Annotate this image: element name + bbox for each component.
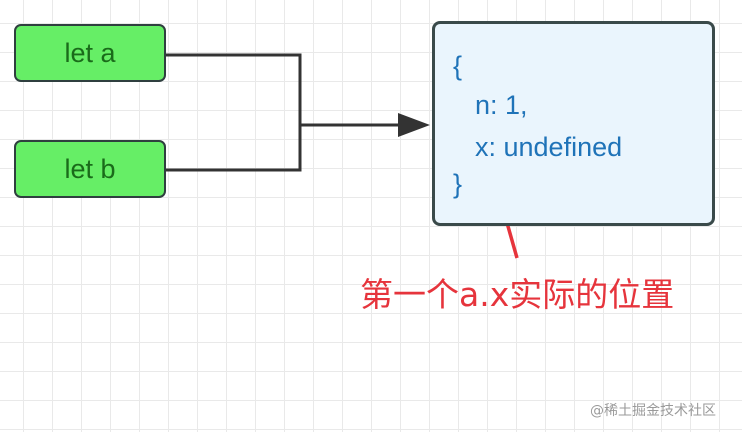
variable-a-label: let a [64, 37, 116, 68]
variable-b-box: let b [14, 140, 166, 198]
object-line-n: n: 1, [475, 90, 528, 120]
annotation-label: 第一个a.x实际的位置 [360, 275, 675, 314]
connector-from-b [166, 125, 302, 172]
variable-a-box: let a [14, 24, 166, 82]
connector-from-a [166, 53, 302, 125]
object-line-x: x: undefined [475, 132, 623, 162]
watermark-text: @稀土掘金技术社区 [590, 403, 716, 419]
object-box: { n: 1, x: undefined } [432, 21, 715, 226]
object-close-brace: } [453, 169, 463, 199]
variable-b-label: let b [64, 153, 116, 184]
connector-arrowhead [398, 113, 430, 137]
object-open-brace: { [453, 51, 463, 81]
